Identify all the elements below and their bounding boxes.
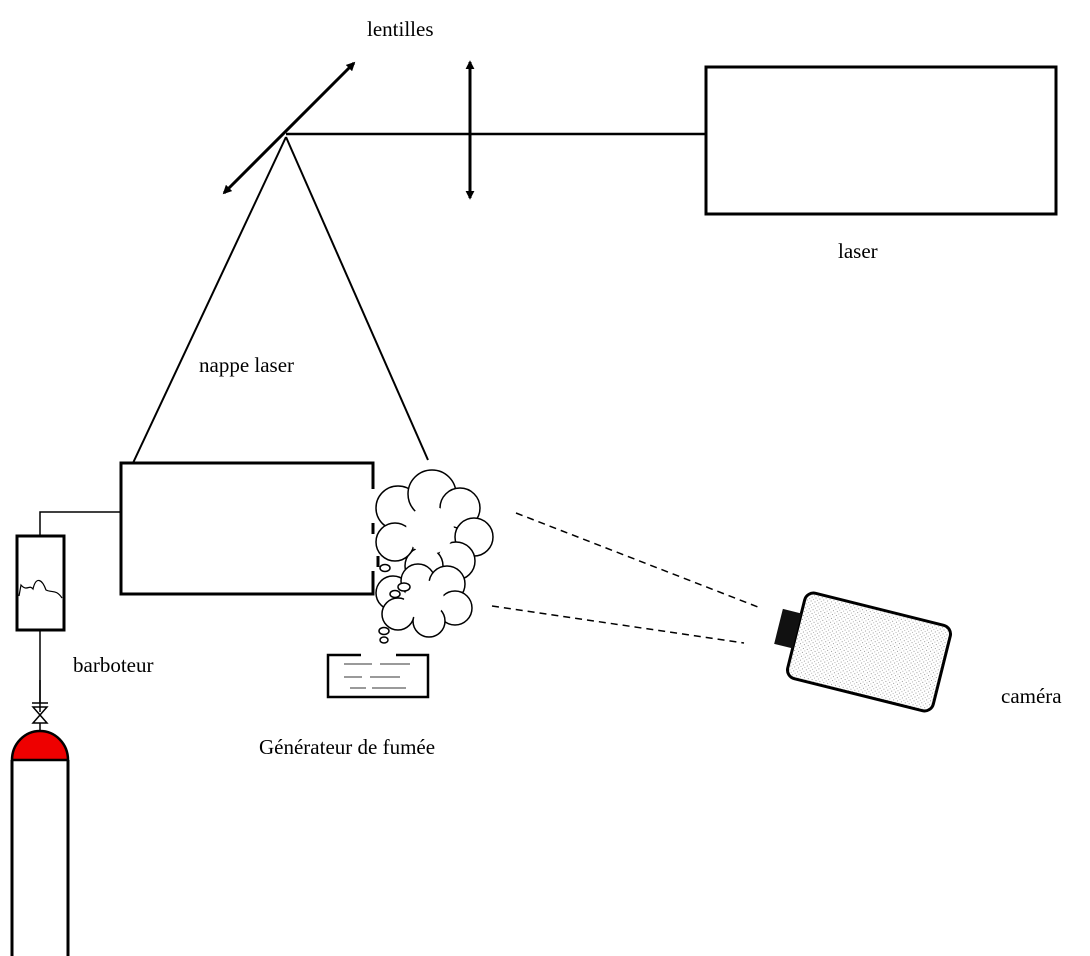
smoke-generator-texture <box>344 663 410 689</box>
smoke-generator-label: Générateur de fumée <box>259 735 435 759</box>
camera-lens-icon <box>774 608 802 649</box>
test-chamber <box>119 461 375 596</box>
lenses-label: lentilles <box>367 17 434 41</box>
camera <box>774 591 953 713</box>
mirror-icon <box>222 61 356 195</box>
laser-sheet-right-edge <box>285 136 429 461</box>
valve-icon <box>31 680 49 724</box>
bubbler-line <box>39 511 121 536</box>
laser-sheet-label: nappe laser <box>199 353 294 377</box>
bubbler-liquid <box>18 579 63 599</box>
laser-label: laser <box>838 239 878 263</box>
camera-view-line <box>491 605 745 644</box>
smoke-cloud-icon <box>375 469 494 644</box>
bubbler <box>15 534 66 632</box>
laser-sheet-left-edge <box>132 136 287 464</box>
laser-box <box>704 65 1058 216</box>
gas-cylinder-icon <box>10 723 70 956</box>
camera-view-line <box>515 512 759 608</box>
smoke-generator-box <box>326 653 430 699</box>
bubbler-label: barboteur <box>73 653 153 677</box>
camera-label: caméra <box>1001 684 1062 708</box>
